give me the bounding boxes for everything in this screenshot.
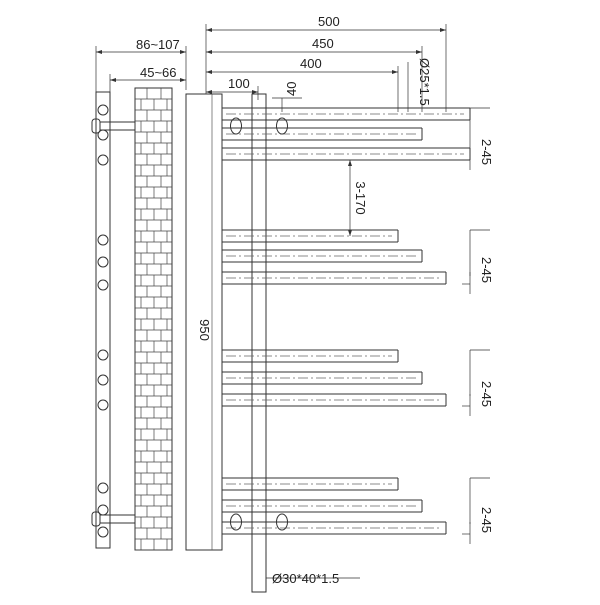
upright-pipe-label: Ø30*40*1.5 <box>272 571 339 586</box>
dimension-upright-pipe: Ø30*40*1.5 <box>265 552 360 592</box>
front-upright-outer <box>185 93 223 551</box>
offset-40-label: 40 <box>284 82 299 96</box>
towel-bar <box>222 477 399 491</box>
towel-bar <box>222 127 423 141</box>
towel-bar <box>222 521 447 535</box>
towel-bar <box>222 349 399 363</box>
bar-pitch-label-4: 2-45 <box>479 507 494 533</box>
side-hole <box>97 482 109 494</box>
side-mounting-holes <box>97 104 109 538</box>
side-hole <box>97 279 109 291</box>
width-450-label: 450 <box>312 36 334 51</box>
width-400-label: 400 <box>300 56 322 71</box>
dimension-width-400: 400 <box>206 56 399 112</box>
side-upright <box>95 91 111 549</box>
side-hole <box>97 154 109 166</box>
towel-bar <box>222 107 471 121</box>
side-hole <box>97 104 109 116</box>
side-hole <box>97 234 109 246</box>
gap-label: 3-170 <box>353 181 368 214</box>
bar-pipe-label: Ø25*1.5 <box>417 58 432 106</box>
overall-depth-label: 86~107 <box>136 37 180 52</box>
front-upright-inner <box>251 93 267 593</box>
bar-pitch-label-3: 2-45 <box>479 381 494 407</box>
dimension-offset-40: 40 <box>272 82 302 112</box>
towel-bar <box>222 371 423 385</box>
towel-bar <box>222 147 471 161</box>
towel-bar <box>222 249 423 263</box>
towel-bar <box>222 393 447 407</box>
width-500-label: 500 <box>318 14 340 29</box>
dimension-spacing-100: 100 <box>206 76 259 100</box>
dimension-wall-gap: 45~66 <box>109 65 186 118</box>
side-hole <box>97 526 109 538</box>
dimension-width-450: 450 <box>206 36 423 112</box>
side-hole <box>97 374 109 386</box>
wall-bracket-top <box>91 118 135 134</box>
brick-wall <box>134 87 173 551</box>
bar-pitch-label-2: 2-45 <box>479 257 494 283</box>
dimension-width-500: 500 <box>205 14 447 112</box>
side-view: 86~107 45~66 <box>91 37 187 551</box>
side-hole <box>97 399 109 411</box>
side-hole <box>97 256 109 268</box>
height-label: 950 <box>197 319 212 341</box>
dimension-height: 950 <box>197 319 212 341</box>
dimension-bar-pipe: Ø25*1.5 <box>407 58 432 112</box>
towel-bar <box>222 499 423 513</box>
towel-bar <box>222 271 447 285</box>
bar-pitch-dimensions: 2-45 2-45 2-45 2-45 <box>479 139 494 533</box>
towel-bars <box>222 107 490 544</box>
towel-bar <box>222 229 399 243</box>
dimension-overall-depth: 86~107 <box>95 37 187 92</box>
wall-gap-label: 45~66 <box>140 65 177 80</box>
wall-bracket-bottom <box>91 511 135 527</box>
front-view: 500 450 400 100 40 <box>185 14 494 593</box>
spacing-100-label: 100 <box>228 76 250 91</box>
dimension-gap: 3-170 <box>348 160 368 236</box>
side-hole <box>97 349 109 361</box>
front-mounting-holes <box>230 117 288 531</box>
bar-pitch-label-1: 2-45 <box>479 139 494 165</box>
